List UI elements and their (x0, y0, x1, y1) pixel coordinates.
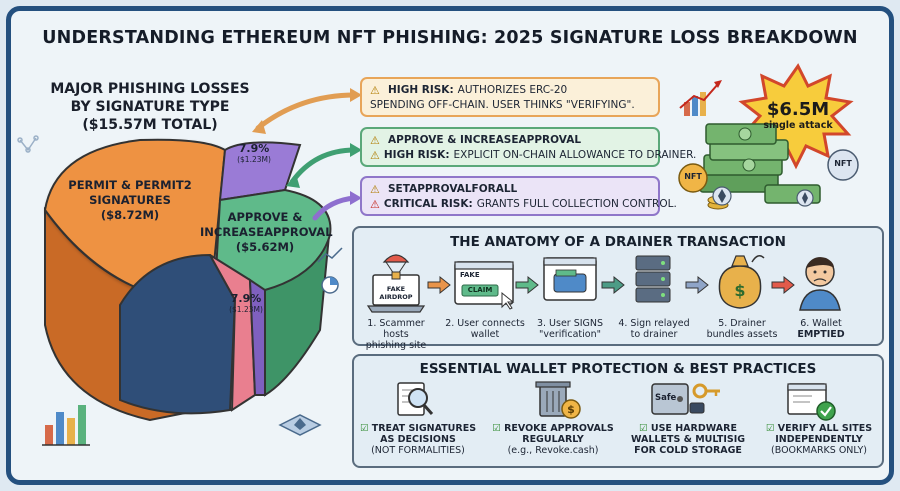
pie-label-purple: 7.9% ($1.23M) (224, 142, 284, 165)
check-icon: ☑ (639, 423, 651, 434)
step-4-line1: 4. Sign relayed (618, 318, 690, 329)
pie-heading-line2: BY SIGNATURE TYPE (70, 99, 230, 115)
nft-coin-left-label: NFT (684, 172, 702, 181)
tip-4-line2: INDEPENDENTLY (775, 434, 863, 445)
step-3-line2: "verification" (539, 329, 601, 340)
tip-3-line1-row: ☑ USE HARDWARE (624, 423, 752, 434)
tip-1-line2: AS DECISIONS (380, 434, 456, 445)
purple-pct: 7.9% (238, 142, 270, 155)
step-1-line2: phishing site (365, 340, 427, 351)
pie-label-permit: PERMIT & PERMIT2 SIGNATURES ($8.72M) (60, 178, 200, 223)
risk-box-approve: ⚠ APPROVE & INCREASEAPPROVAL ⚠HIGH RISK:E… (360, 127, 696, 167)
pie-label-approve: APPROVE & INCREASEAPPROVAL ($5.62M) (200, 210, 333, 255)
risk1-rest: AUTHORIZES ERC-20 (457, 84, 568, 96)
risk-box-permit: ⚠ HIGH RISK:AUTHORIZES ERC-20 SPENDING OF… (360, 77, 660, 117)
tip-3-line2: WALLETS & MULTISIG (630, 434, 746, 445)
tip-2-line1-row: ☑ REVOKE APPROVALS (490, 423, 616, 434)
risk2-title: APPROVE & INCREASEAPPROVAL (388, 134, 582, 146)
risk2-line2-bold: HIGH RISK: (383, 149, 450, 161)
warning-icon: ⚠ (370, 84, 380, 97)
step-5-line2: bundles assets (706, 329, 778, 340)
step-2-caption: 2. User connects wallet (440, 318, 530, 340)
permit-label-line1: PERMIT & PERMIT2 (68, 178, 192, 192)
check-icon: ☑ (765, 423, 778, 434)
step-6-line1: 6. Wallet (800, 318, 842, 329)
nft-coin-right-label: NFT (834, 159, 852, 168)
drainer-title: THE ANATOMY OF A DRAINER TRANSACTION (450, 234, 786, 250)
tip-1-line1: TREAT SIGNATURES (371, 423, 477, 434)
step-5-caption: 5. Drainer bundles assets (700, 318, 784, 340)
permit-label-amount: ($8.72M) (100, 208, 160, 222)
step-2-line2: wallet (470, 329, 500, 340)
step-5-line1: 5. Drainer (718, 318, 766, 329)
tip-2: ☑ REVOKE APPROVALS REGULARLY (e.g., Revo… (490, 423, 616, 456)
step-2-line1: 2. User connects (445, 318, 525, 329)
step-3-line1: 3. User SIGNS (536, 318, 604, 329)
step-6-line2: EMPTIED (797, 329, 845, 340)
step-4-caption: 4. Sign relayed to drainer (614, 318, 694, 340)
airdrop-label-fake: FAKE (386, 285, 406, 293)
approve-label-amount: ($5.62M) (235, 240, 295, 254)
tip-2-line1: REVOKE APPROVALS (504, 423, 614, 434)
tip-1-line1-row: ☑ TREAT SIGNATURES (358, 423, 478, 434)
check-icon: ☑ (359, 423, 372, 434)
claim-button-label: CLAIM (467, 286, 493, 294)
permit-label-line2: SIGNATURES (89, 193, 171, 207)
warning-icon: ⚠ (370, 134, 380, 147)
check-icon: ☑ (492, 423, 505, 434)
tip-3: ☑ USE HARDWARE WALLETS & MULTISIG FOR CO… (624, 423, 752, 456)
risk-box-setapproval: ⚠ SETAPPROVALFORALL ⚠CRITICAL RISK:GRANTS… (360, 176, 677, 216)
starburst-callout: $6.5M single attack (752, 100, 844, 132)
warning-icon: ⚠ (370, 183, 380, 196)
starburst-amount: $6.5M (766, 99, 830, 120)
starburst-caption: single attack (763, 120, 833, 131)
pink-pct: 7.9% (230, 292, 262, 305)
pink-amount: ($1.23M) (229, 305, 263, 314)
tip-4-line1-row: ☑ VERIFY ALL SITES (756, 423, 882, 434)
safe-label: Safe (655, 393, 677, 403)
protection-title: ESSENTIAL WALLET PROTECTION & BEST PRACT… (419, 361, 817, 377)
airdrop-label-airdrop: AIRDROP (379, 293, 413, 301)
pie-heading: MAJOR PHISHING LOSSES BY SIGNATURE TYPE … (40, 80, 260, 134)
risk3-line2: GRANTS FULL COLLECTION CONTROL. (476, 198, 677, 210)
pie-label-pink: 7.9% ($1.23M) (220, 292, 272, 315)
warning-icon: ⚠ (370, 149, 380, 162)
step-3-caption: 3. User SIGNS "verification" (528, 318, 612, 340)
step-1-caption: 1. Scammer hosts phishing site (356, 318, 436, 351)
risk2-line2: EXPLICIT ON-CHAIN ALLOWANCE TO DRAINER. (453, 149, 697, 161)
tip-3-line3: FOR COLD STORAGE (634, 445, 742, 456)
risk1-title: HIGH RISK: (388, 84, 454, 96)
tip-1: ☑ TREAT SIGNATURES AS DECISIONS (NOT FOR… (358, 423, 478, 456)
risk3-title: SETAPPROVALFORALL (388, 183, 518, 195)
tip-4: ☑ VERIFY ALL SITES INDEPENDENTLY (BOOKMA… (756, 423, 882, 456)
critical-warning-icon: ⚠ (370, 198, 380, 211)
tip-2-line3: (e.g., Revoke.cash) (507, 445, 599, 456)
pie-heading-line1: MAJOR PHISHING LOSSES (50, 81, 250, 97)
claim-window-fake: FAKE (460, 271, 480, 279)
step-4-line2: to drainer (630, 329, 678, 340)
tip-1-line3: (NOT FORMALITIES) (371, 445, 465, 456)
step-1-line1: 1. Scammer hosts (367, 318, 425, 340)
pie-heading-line3: ($15.57M TOTAL) (82, 117, 218, 133)
approve-label-line1: APPROVE & (227, 210, 303, 224)
tip-4-line3: (BOOKMARKS ONLY) (771, 445, 867, 456)
tip-3-line1: USE HARDWARE (650, 423, 737, 434)
page-title: UNDERSTANDING ETHEREUM NFT PHISHING: 202… (42, 28, 858, 48)
tip-4-line1: VERIFY ALL SITES (777, 423, 873, 434)
risk3-line2-bold: CRITICAL RISK: (383, 198, 473, 210)
risk1-line2: SPENDING OFF-CHAIN. USER THINKS "VERIFYI… (370, 99, 635, 111)
approve-label-line2: INCREASEAPPROVAL (200, 225, 333, 239)
tip-2-line2: REGULARLY (522, 434, 584, 445)
step-6-caption: 6. Wallet EMPTIED (788, 318, 854, 340)
purple-amount: ($1.23M) (237, 155, 271, 164)
